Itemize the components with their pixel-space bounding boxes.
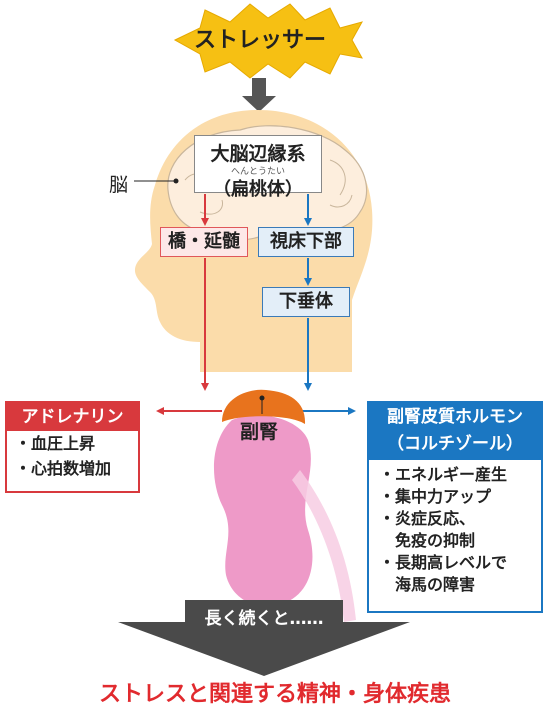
hypothalamus-box: 視床下部 [258,227,354,257]
limbic-system-label: 大脳辺縁系 [210,143,306,165]
adrenaline-effect: ・血圧上昇 [15,434,96,453]
cortical-effect: ・長期高レベルで [379,553,508,572]
cortical-effect: ・エネルギー産生 [379,465,508,484]
amygdala-ruby: へんとうたい [230,167,285,177]
adrenal-gland [222,389,306,424]
brain-leader-dot [173,178,179,184]
adrenal-label: 副腎 [240,421,279,443]
adrenaline-effect: ・心拍数増加 [15,459,112,478]
brain-label: 脳 [109,174,129,196]
cortical-effect: ・炎症反応、 [379,509,476,528]
cortical-hormone-title-line1: 副腎皮質ホルモン [387,407,523,427]
cortical-effect: 免疫の抑制 [379,531,476,550]
long-term-arrow [118,600,410,676]
limbic-system-box: 大脳辺縁系 へんとうたい （扁桃体） [194,135,322,200]
cortical-effect: ・集中力アップ [379,487,492,506]
cortical-hormone-title-line2: （コルチゾール） [387,434,523,454]
long-term-label: 長く続くと…… [204,609,324,629]
adrenaline-box: アドレナリン ・血圧上昇 ・心拍数増加 [5,401,140,493]
outcome-title: ストレスと関連する精神・身体疾患 [98,682,451,707]
amygdala-label: （扁桃体） [213,179,303,200]
pituitary-box: 下垂体 [262,287,350,317]
ureter [292,470,356,622]
cortical-hormone-box: 副腎皮質ホルモン （コルチゾール） ・エネルギー産生 ・集中力アップ ・炎症反応… [367,401,543,613]
adrenal-leader-dot [259,395,265,401]
cortical-effect: 海馬の障害 [379,575,476,594]
stressor-label: ストレッサー [193,28,326,53]
stressor-burst [173,3,364,79]
cortical-hormone-title: 副腎皮質ホルモン （コルチゾール） [369,403,541,460]
adrenaline-title: アドレナリン [7,403,138,431]
kidney [213,415,313,607]
pons-medulla-box: 橋・延髄 [160,227,248,257]
stressor-arrow [242,78,276,112]
